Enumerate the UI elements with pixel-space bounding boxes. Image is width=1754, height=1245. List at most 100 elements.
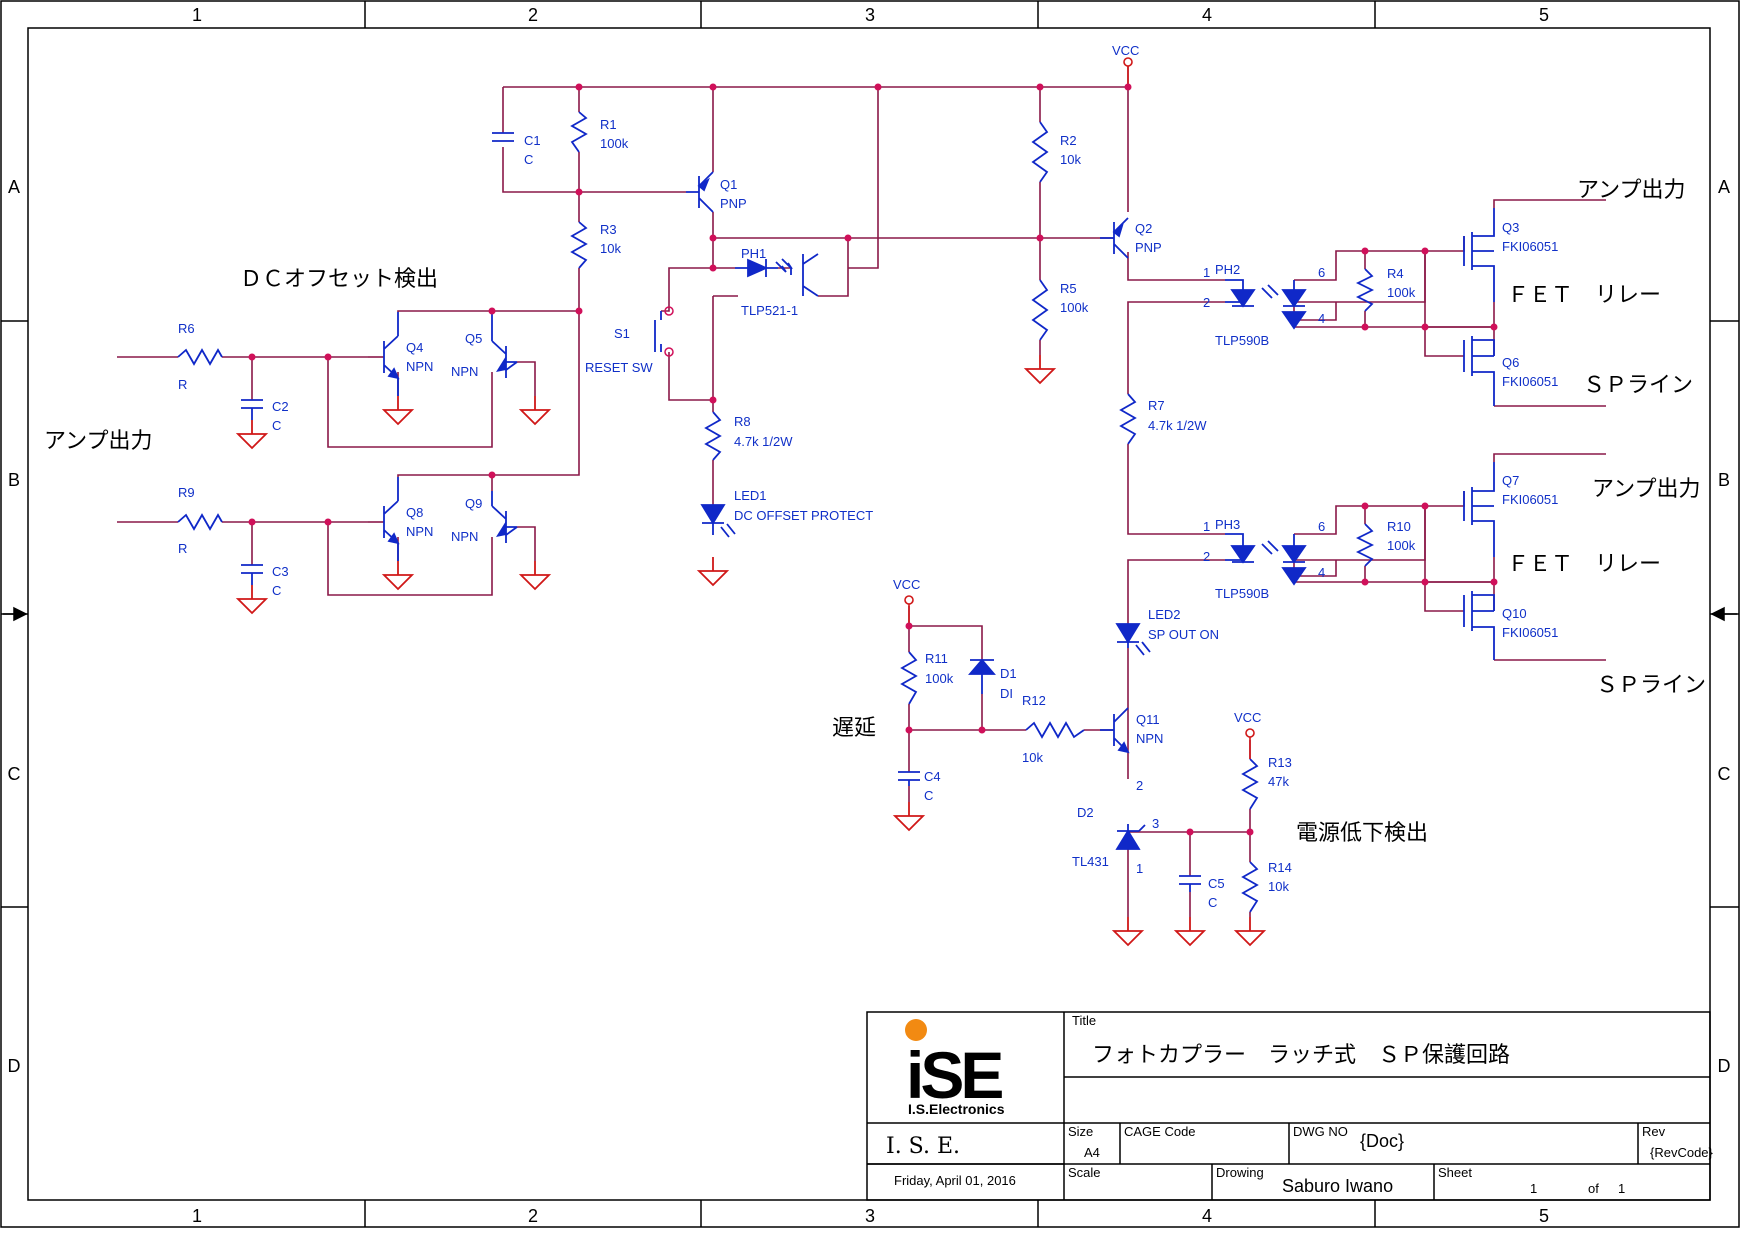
component-labels: C1 C R1 100k Q1 PNP R3 10k R2 10k Q2 PNP… [178,43,1558,910]
cage-label: CAGE Code [1124,1124,1196,1139]
zone-row-b-right: B [1718,470,1730,490]
r13-ref: R13 [1268,755,1292,770]
ph2-pin-2: 2 [1203,295,1210,310]
fet-relay-label-1: ＦＥＴ リレー [1507,283,1661,308]
zone-col-3-bottom: 3 [865,1206,875,1226]
of-value: 1 [1618,1181,1625,1196]
q10-ref: Q10 [1502,606,1527,621]
amp-output-label-2: アンプ出力 [1592,477,1700,502]
zone-row-c-right: C [1718,764,1731,784]
led2-value: SP OUT ON [1148,627,1219,642]
drawing-label: Drowing [1216,1165,1264,1180]
q7-value: FKI06051 [1502,492,1558,507]
symbols [177,111,1495,913]
logo-subtitle: I.S.Electronics [908,1101,1005,1117]
r10-ref: R10 [1387,519,1411,534]
vcc-label-delay: VCC [893,577,920,592]
logo: iSE I.S.Electronics [905,1019,1006,1117]
title-label: Title [1072,1013,1096,1028]
of-label: of [1588,1181,1599,1196]
switch-contacts [664,306,674,357]
wires [117,66,1606,917]
scale-label: Scale [1068,1165,1101,1180]
center-mark-left [3,606,28,622]
d2-value: TL431 [1072,854,1109,869]
zone-labels: 1 2 3 4 5 1 2 3 4 5 A B C D A B C D [8,5,1731,1226]
d2-ref: D2 [1077,805,1094,820]
ph2-pin-1: 1 [1203,265,1210,280]
r4-ref: R4 [1387,266,1404,281]
d2-pin-2: 2 [1136,778,1143,793]
s1-value: RESET SW [585,360,653,375]
company-name: I. S. E. [886,1134,960,1159]
q5-value: NPN [451,364,478,379]
sp-line-label-2: ＳＰライン [1596,673,1706,698]
zone-col-2-top: 2 [528,5,538,25]
fet-relay-label-2: ＦＥＴ リレー [1507,552,1661,577]
r5-value: 100k [1060,300,1089,315]
q4-value: NPN [406,359,433,374]
rev-label: Rev [1642,1124,1666,1139]
logo-dot [905,1019,927,1041]
amp-input-label: アンプ出力 [44,429,152,454]
zone-col-5-top: 5 [1539,5,1549,25]
r12-ref: R12 [1022,693,1046,708]
ph2-pin-4: 4 [1318,311,1325,326]
r10-value: 100k [1387,538,1416,553]
q8-value: NPN [406,524,433,539]
ph3-value: TLP590B [1215,586,1269,601]
q3-ref: Q3 [1502,220,1519,235]
q1-value: PNP [720,196,747,211]
q11-value: NPN [1136,731,1163,746]
ph3-pin-6: 6 [1318,519,1325,534]
undervoltage-label: 電源低下検出 [1296,821,1428,846]
zone-col-5-bottom: 5 [1539,1206,1549,1226]
dwg-value: {Doc} [1360,1131,1404,1151]
zone-row-b-left: B [8,470,20,490]
ph1-value: TLP521-1 [741,303,798,318]
c3-ref: C3 [272,564,289,579]
rev-value: {RevCode} [1650,1145,1714,1160]
date-value: Friday, April 01, 2016 [894,1173,1016,1188]
size-value: A4 [1084,1145,1100,1160]
ph3-ref: PH3 [1215,517,1240,532]
r8-value: 4.7k 1/2W [734,434,793,449]
r14-value: 10k [1268,879,1289,894]
c1-value: C [524,152,533,167]
ph3-pin-2: 2 [1203,549,1210,564]
q11-ref: Q11 [1136,712,1160,727]
zone-col-1-top: 1 [192,5,202,25]
sheet-label: Sheet [1438,1165,1472,1180]
drawing-value: Saburo Iwano [1282,1176,1393,1196]
r9-ref: R9 [178,485,195,500]
led1-value: DC OFFSET PROTECT [734,508,873,523]
q10-value: FKI06051 [1502,625,1558,640]
q3-value: FKI06051 [1502,239,1558,254]
junctions [248,83,1498,836]
d2-pin-3: 3 [1152,816,1159,831]
delay-label: 遅延 [832,716,876,741]
zone-col-4-top: 4 [1202,5,1212,25]
zone-row-a-right: A [1718,177,1730,197]
ph1-ref: PH1 [741,246,766,261]
d1-ref: D1 [1000,666,1017,681]
q2-ref: Q2 [1135,221,1152,236]
q9-ref: Q9 [465,496,482,511]
zone-col-1-bottom: 1 [192,1206,202,1226]
r7-value: 4.7k 1/2W [1148,418,1207,433]
zone-col-4-bottom: 4 [1202,1206,1212,1226]
r14-ref: R14 [1268,860,1292,875]
c4-value: C [924,788,933,803]
r9-value: R [178,541,187,556]
dc-offset-label: ＤＣオフセット検出 [240,267,438,292]
title-block-text: Title フォトカプラー ラッチ式 ＳＰ保護回路 I. S. E. Frida… [886,1013,1714,1196]
q7-ref: Q7 [1502,473,1519,488]
r11-ref: R11 [925,651,948,666]
q1-ref: Q1 [720,177,737,192]
sp-line-label-1: ＳＰライン [1583,373,1693,398]
center-mark-right [1710,606,1737,622]
r5-ref: R5 [1060,281,1077,296]
vcc-label-top: VCC [1112,43,1139,58]
